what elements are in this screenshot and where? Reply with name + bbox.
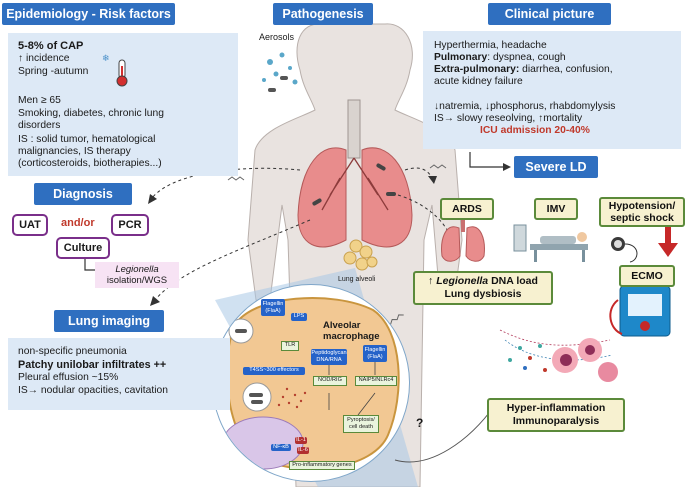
pro-inflammatory-genes-label: Pro-inflammatory genes <box>289 461 355 470</box>
ventilator-bed-icon <box>513 224 588 262</box>
pathogenesis-header: Pathogenesis <box>273 3 373 25</box>
snowflake-icon: ❄ <box>102 53 110 63</box>
epi-line-cap: 5-8% of CAP <box>18 40 84 52</box>
epi-line-incidence: ↑ incidence <box>18 53 70 64</box>
legionella-label: Legionella <box>115 264 159 275</box>
imaging-line-pleural: Pleural effusion ~15% <box>18 372 119 383</box>
epi-line-is-tumor: IS : solid tumor, hematological <box>18 134 156 145</box>
imv-box: IMV <box>534 198 578 220</box>
aerosol-droplets <box>262 52 298 92</box>
epi-line-malignancies: malignancies, IS therapy <box>18 146 131 157</box>
hyperinflammation-line: Hyper-inflammation <box>506 402 606 414</box>
ecmo-machine-icon <box>609 285 671 337</box>
peptidoglycan-box: Peptidoglycan DNA/RNA <box>311 349 347 365</box>
epi-line-therapy: (corticosteroids, biotherapies...) <box>18 158 162 169</box>
blood-pressure-icon <box>611 237 638 263</box>
right-lung <box>297 147 347 248</box>
hypotension-line1: Hypotension/ <box>608 200 676 212</box>
trachea <box>347 99 361 159</box>
inflammatory-cells-icon <box>499 329 618 382</box>
arrow-to-outcome <box>394 404 496 463</box>
imaging-line-patchy: Patchy unilobar infiltrates ++ <box>18 359 167 371</box>
clinical-header: Clinical picture <box>488 3 611 25</box>
clinical-line-extrapulmonary: Extra-pulmonary: diarrhea, confusion, <box>434 64 613 75</box>
nod-rig-label: NOD/RIG <box>313 376 347 386</box>
clinical-panel <box>423 31 681 149</box>
immunoparalysis-line: Immunoparalysis <box>512 415 600 427</box>
uat-pill: UAT <box>12 214 48 236</box>
dna-load-box: ↑ Legionella DNA load Lung dysbiosis <box>413 271 553 305</box>
pcr-pill: PCR <box>111 214 149 236</box>
lung-alveoli-label: Lung alveoli <box>338 276 376 283</box>
flagellin-cytosolic-box: Flagellin (FlaA) <box>363 345 387 362</box>
legionella-isolation-box: Legionella isolation/WGS <box>95 262 179 288</box>
question-mark: ? <box>416 416 424 430</box>
culture-pill: Culture <box>56 237 110 259</box>
macrophage-title-2: macrophage <box>323 331 380 342</box>
imaging-line-nonspecific: non-specific pneumonia <box>18 346 127 357</box>
arrow-to-severe <box>397 194 456 251</box>
nfkb-label: NF-κB <box>271 444 291 451</box>
epi-line-season: Spring -autumn <box>18 66 89 77</box>
epi-line-smoking: Smoking, diabetes, chronic lung <box>18 108 164 119</box>
lung-dysbiosis-line: Lung dysbiosis <box>444 288 522 300</box>
clinical-line-hyperthermia: Hyperthermia, headache <box>434 40 547 51</box>
t4ss-label: T4SS~300 effectors <box>243 367 305 375</box>
hypotension-box: Hypotension/ septic shock <box>599 197 685 227</box>
diagnosis-header: Diagnosis <box>34 183 132 205</box>
hyperinflammation-box: Hyper-inflammation Immunoparalysis <box>487 398 625 432</box>
clinical-line-natremia: ↓natremia, ↓phosphorus, rhabdomylysis <box>434 101 616 112</box>
isolation-label: isolation/WGS <box>106 275 168 286</box>
severe-ld-header: Severe LD <box>514 156 598 178</box>
imaging-panel <box>8 338 230 410</box>
hypotension-line2: septic shock <box>610 212 674 224</box>
arrow-to-imaging <box>154 219 311 301</box>
epi-line-men: Men ≥ 65 <box>18 95 61 106</box>
dna-load-line: ↑ Legionella DNA load <box>428 275 538 287</box>
aerosols-label: Aerosols <box>259 32 295 42</box>
epidemiology-panel <box>8 33 238 176</box>
clinical-line-pulmonary: Pulmonary: dyspnea, cough <box>434 52 566 63</box>
imaging-header: Lung imaging <box>54 310 164 332</box>
andor-label: and/or <box>61 217 95 229</box>
epidemiology-header: Epidemiology - Risk factors <box>2 3 175 25</box>
macrophage-title-1: Alveolar <box>323 320 361 331</box>
clinical-icu: ICU admission 20-40% <box>480 125 590 136</box>
imaging-line-nodular: IS→ nodular opacities, cavitation <box>18 385 168 396</box>
ards-box: ARDS <box>440 198 494 220</box>
tlr-label: TLR <box>281 341 299 351</box>
lps-label: LPS <box>291 313 307 321</box>
naip-label: NAIP5/NLRc4 <box>355 376 397 386</box>
epi-line-disorders: disorders <box>18 120 61 131</box>
ards-lungs-icon <box>441 218 485 262</box>
thermometer-icon <box>112 58 132 93</box>
left-lung <box>361 147 413 248</box>
flagellin-receptor-box: Flagellin (FlaA) <box>261 299 285 316</box>
il1-label: IL-1 <box>295 437 307 444</box>
clinical-line-kidney: acute kidney failure <box>434 76 523 87</box>
il6-label: IL-6 <box>297 447 309 454</box>
clinical-line-mortality: IS→ slowy reseolving, ↑mortality <box>434 113 583 124</box>
pyroptosis-box: Pyroptosis/ cell death <box>343 415 379 433</box>
alveoli-cluster <box>343 239 378 271</box>
macrophage-zoom: Alveolar macrophage Flagellin (FlaA) LPS… <box>212 284 410 482</box>
ecmo-box: ECMO <box>619 265 675 287</box>
